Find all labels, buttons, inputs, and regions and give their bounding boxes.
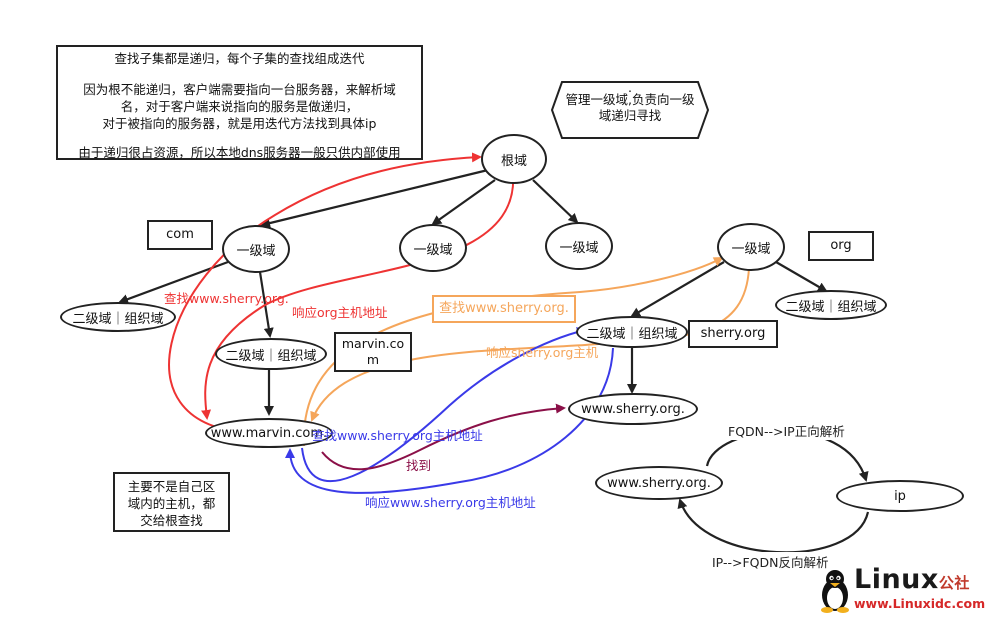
red-response-arrow xyxy=(201,173,515,420)
hexagon-note-shape xyxy=(550,81,710,139)
sld-node-right: 二级域｜组织域 xyxy=(775,290,887,320)
linux-watermark: Linux公社 www.Linuxidc.com xyxy=(818,564,990,614)
tld-node-org: 一级域 xyxy=(717,223,785,271)
recursion-note: 查找子集都是递归，每个子集的查找组成迭代 因为根不能递归，客户端需要指向一台服务… xyxy=(56,45,423,160)
marvin-com-label: marvin.com xyxy=(334,332,412,372)
tux-penguin-icon xyxy=(821,570,849,613)
note-line-2: 因为根不能递归，客户端需要指向一台服务器，来解析域 xyxy=(83,82,396,97)
reverse-resolution-text: IP-->FQDN反向解析 xyxy=(712,552,829,571)
tld-node-2: 一级域 xyxy=(399,224,467,272)
note-line-4: 对于被指向的服务器，就是用迭代方法找到具体ip xyxy=(102,116,377,131)
bottom-note-line-1: 主要不是自己区 xyxy=(127,479,216,494)
hexagon-note: . 管理一级域,负责向一级 域递归寻找 xyxy=(552,80,708,124)
edge-root-tld1 xyxy=(260,168,489,228)
hexagon-line-2: 域递归寻找 xyxy=(598,108,662,123)
hexagon-dot: . xyxy=(628,80,632,95)
red-response-text: 响应org主机地址 xyxy=(292,305,388,320)
watermark-title: Linux xyxy=(854,564,939,595)
cycle-reverse-arrow xyxy=(677,498,870,554)
orange-query-label: 查找www.sherry.org. xyxy=(432,295,576,323)
found-text: 找到 xyxy=(406,458,432,473)
blue-query-text: 查找www.sherry.org主机地址 xyxy=(312,428,483,443)
edge-tld4-sld-org xyxy=(630,261,725,318)
cycle-fqdn-node: www.sherry.org. xyxy=(595,466,723,500)
com-label: com xyxy=(147,220,213,250)
tld-node-3: 一级域 xyxy=(545,222,613,270)
blue-query-arrow xyxy=(301,327,587,482)
note-line-3: 名，对于客户端来说指向的服务是做递归， xyxy=(120,99,359,114)
watermark-url: www.Linuxidc.com xyxy=(854,596,986,611)
watermark-suffix: 公社 xyxy=(938,574,970,592)
hexagon-line-1: 管理一级域,负责向一级 xyxy=(565,92,695,107)
edge-tld4-sld-right xyxy=(775,261,828,293)
edge-root-tld2 xyxy=(431,179,496,226)
cycle-ip-node: ip xyxy=(836,480,964,512)
tld-node-com: 一级域 xyxy=(222,225,290,273)
sherry-host-node: www.sherry.org. xyxy=(568,393,698,425)
sld-node-left: 二级域｜组织域 xyxy=(60,302,176,332)
marvin-com-text: marvin.com xyxy=(341,336,405,367)
red-query-text: 查找www.sherry.org. xyxy=(164,291,289,306)
note-line-1: 查找子集都是递归，每个子集的查找组成迭代 xyxy=(114,51,365,66)
orange-response-text: 响应sherry.org主机 xyxy=(486,345,599,360)
bottom-note-line-3: 交给根查找 xyxy=(140,513,203,528)
orange-response-arrow xyxy=(310,267,750,422)
root-lookup-note: 主要不是自己区 域内的主机，都 交给根查找 xyxy=(113,472,230,532)
found-arrow xyxy=(321,403,566,471)
org-label: org xyxy=(808,231,874,261)
forward-resolution-text: FQDN-->IP正向解析 xyxy=(728,421,845,440)
bottom-note-line-2: 域内的主机，都 xyxy=(127,496,216,511)
edge-root-tld3 xyxy=(532,179,579,224)
sld-node-org: 二级域｜组织域 xyxy=(576,316,688,348)
root-domain-node: 根域 xyxy=(481,134,547,184)
blue-response-text: 响应www.sherry.org主机地址 xyxy=(365,495,536,510)
marvin-host-node: www.marvin.com. xyxy=(205,418,333,448)
sherry-org-label: sherry.org xyxy=(688,320,778,348)
sld-node-mid: 二级域｜组织域 xyxy=(215,338,327,370)
note-line-5: 由于递归很占资源，所以本地dns服务器一般只供内部使用 xyxy=(78,145,401,160)
